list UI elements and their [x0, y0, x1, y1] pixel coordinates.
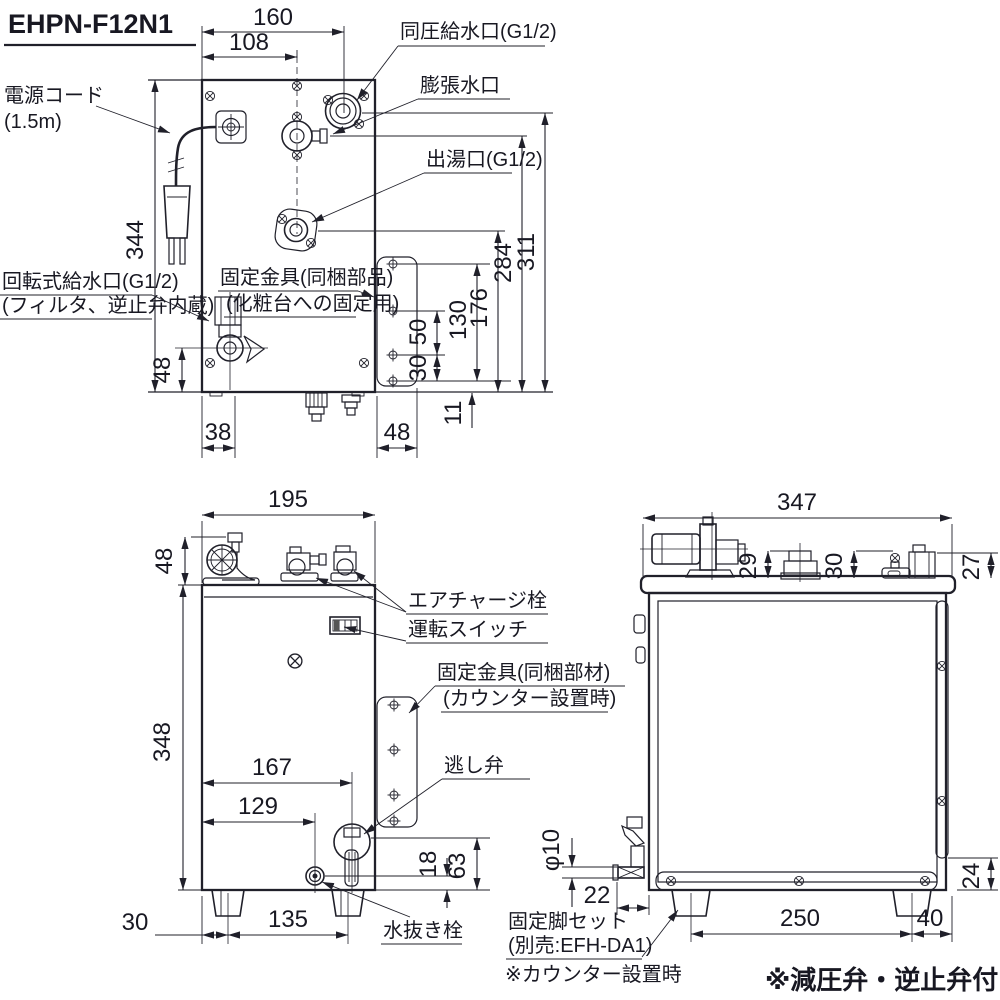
dim-38: 38 [205, 419, 232, 446]
dim-135: 135 [268, 906, 308, 933]
dim-167: 167 [252, 754, 292, 781]
dim-48-bottom: 48 [384, 419, 411, 446]
air-charge-label: エアチャージ栓 [408, 589, 547, 612]
front-view-dimensions: 195 48 348 167 129 18 63 30 135 [122, 486, 481, 944]
expansion-port-label: 膨張水口 [420, 74, 500, 97]
relief-valve-label: 逃し弁 [444, 754, 504, 777]
side-left-tab [633, 614, 646, 634]
dim-30-front: 30 [122, 909, 149, 936]
drain-plug [305, 813, 325, 893]
power-cord-label: 電源コード [4, 84, 104, 107]
hot-water-outlet-label: 出湯口(G1/2) [426, 148, 543, 171]
dim-347: 347 [777, 489, 817, 516]
top-view: 160 108 344 48 311 284 176 130 50 30 11 [0, 4, 557, 458]
front-view: 195 48 348 167 129 18 63 30 135 [122, 486, 625, 945]
drain-plug-label: 水抜き栓 [383, 919, 463, 942]
bottom-fittings [209, 391, 365, 422]
dim-phi10: φ10 [538, 829, 565, 871]
fixing-bracket-front-label2: (カウンター設置時) [443, 687, 616, 710]
rotary-inlet-assembly [175, 292, 268, 390]
same-pressure-inlet-label: 同圧給水口(G1/2) [400, 20, 557, 43]
front-air-charge-plug-1 [280, 546, 327, 582]
front-air-charge-plug-2 [330, 545, 359, 582]
title-block: EHPN-F12N1 [4, 9, 196, 47]
dim-63: 63 [444, 853, 471, 880]
fixing-leg-label3: ※カウンター設置時 [505, 963, 682, 986]
operation-switch-label: 運転スイッチ [408, 618, 528, 641]
dim-22: 22 [584, 882, 611, 909]
fixing-bracket-label2: (化粧台への固定用) [226, 292, 399, 315]
hot-water-outlet-port [274, 208, 318, 252]
rotary-inlet-label: 回転式給水口(G1/2) [2, 270, 179, 293]
top-view-dimensions: 160 108 344 48 311 284 176 130 50 30 11 [122, 4, 549, 458]
screw-icon [204, 357, 216, 369]
top-view-labels: 電源コード (1.5m) 同圧給水口(G1/2) 膨張水口 出湯口(G1/2) … [0, 20, 557, 322]
side-view-dimensions: 347 29 30 27 24 φ10 22 250 [538, 489, 998, 942]
dim-48-front: 48 [151, 548, 178, 575]
fixing-bracket-top-view [376, 256, 418, 388]
fixing-leg-label: 固定脚セット [508, 910, 628, 933]
side-bottom-strip [655, 871, 938, 891]
dim-129: 129 [238, 793, 278, 820]
power-cord [163, 110, 247, 265]
side-fitting-29 [780, 543, 821, 582]
side-view-labels: 固定脚セット (別売:EFH-DA1) ※カウンター設置時 [505, 909, 682, 986]
dim-48-left: 48 [149, 357, 176, 384]
expansion-port [281, 111, 328, 161]
screw-icon [358, 357, 370, 369]
dim-195: 195 [268, 486, 308, 513]
screw-icon [204, 90, 216, 102]
fixing-bracket-label: 固定金具(同梱部品) [220, 266, 393, 289]
dim-18: 18 [415, 851, 442, 878]
side-bracket-strip [935, 600, 949, 859]
dim-344: 344 [122, 220, 149, 260]
dim-50: 50 [405, 319, 432, 346]
side-view-body [647, 591, 948, 892]
side-left-tab [635, 646, 646, 664]
front-rotary-inlet [202, 532, 260, 586]
dim-40: 40 [917, 905, 944, 932]
front-view-labels: エアチャージ栓 運転スイッチ 固定金具(同梱部材) (カウンター設置時) 逃し弁… [315, 570, 625, 945]
dim-348: 348 [149, 722, 176, 762]
dim-27: 27 [958, 554, 985, 581]
model-number: EHPN-F12N1 [8, 9, 173, 39]
operation-switch [329, 616, 361, 635]
dim-130: 130 [445, 300, 472, 340]
dim-311: 311 [513, 233, 540, 271]
fixing-leg-label2: (別売:EFH-DA1) [508, 934, 652, 957]
dim-29: 29 [735, 553, 762, 580]
side-drain-pipe [612, 864, 645, 881]
top-view-body [200, 78, 377, 394]
dim-24: 24 [958, 863, 985, 890]
rotary-inlet-label2: (フィルタ、逆止弁内蔵) [2, 294, 214, 317]
dim-160: 160 [253, 4, 293, 31]
relief-valve [333, 772, 371, 893]
dim-250: 250 [780, 905, 820, 932]
dim-11: 11 [440, 401, 467, 426]
front-view-body [200, 583, 377, 892]
side-fitting-27 [908, 544, 936, 579]
dim-108: 108 [229, 29, 269, 56]
side-fitting-30 [881, 552, 911, 579]
side-view: 347 29 30 27 24 φ10 22 250 [505, 489, 998, 986]
screw-icon [358, 90, 370, 102]
dim-30: 30 [405, 355, 432, 382]
cover-screw-icon [287, 653, 303, 669]
side-relief-valve [620, 816, 646, 868]
fixing-bracket-front-view [376, 696, 418, 828]
fixing-bracket-front-label: 固定金具(同梱部材) [437, 661, 610, 684]
power-cord-label2: (1.5m) [4, 111, 62, 133]
side-rotary-inlet-valve [640, 512, 748, 580]
footnote: ※減圧弁・逆止弁付 [765, 965, 998, 995]
dim-30-side: 30 [821, 553, 848, 580]
dim-284: 284 [490, 243, 517, 283]
